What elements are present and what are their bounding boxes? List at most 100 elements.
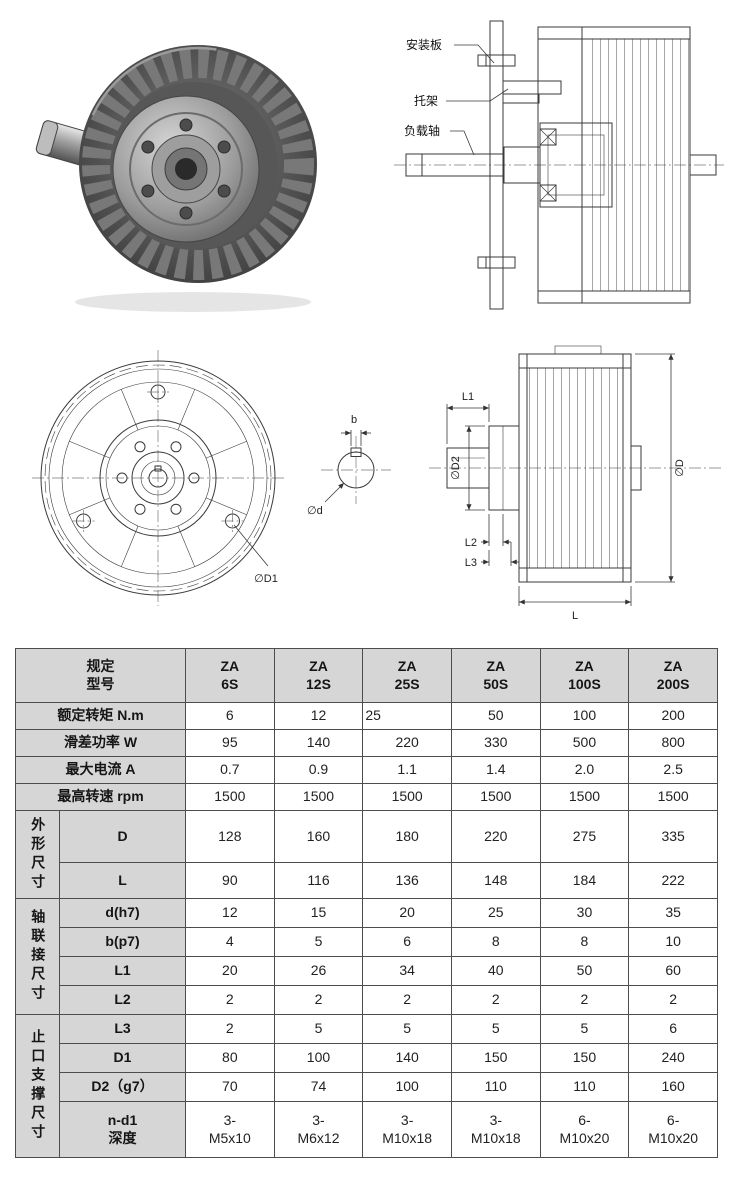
- l2-dimension-label: L2: [465, 537, 477, 549]
- param-label: D2（g7）: [59, 1072, 186, 1102]
- param-value: 74: [273, 1072, 364, 1102]
- bore-keyway: [154, 465, 162, 472]
- param-value: 180: [362, 810, 452, 863]
- param-value: 1500: [362, 783, 452, 811]
- param-label: L1: [59, 956, 186, 986]
- param-value: 275: [539, 810, 630, 863]
- param-value: 335: [628, 810, 718, 863]
- param-value: 2: [185, 985, 275, 1015]
- param-value: 150: [450, 1043, 541, 1073]
- d2-dimension: [465, 425, 485, 511]
- length-dimension-label: L: [572, 610, 578, 622]
- param-value: 2: [628, 985, 718, 1015]
- rim-holes: [72, 381, 244, 532]
- param-value: 6- M10x20: [628, 1101, 718, 1158]
- param-value: 148: [450, 862, 541, 899]
- d-dimension: [635, 353, 675, 583]
- param-value: 220: [450, 810, 541, 863]
- param-value: 6: [185, 702, 275, 730]
- param-value: 2: [362, 985, 452, 1015]
- param-value: 25: [362, 702, 452, 730]
- param-value: 3- M10x18: [450, 1101, 541, 1158]
- model-header-0: ZA 6S: [185, 648, 275, 703]
- param-value: 2.5: [628, 756, 718, 784]
- param-value: 12: [185, 898, 275, 928]
- finned-body: [518, 345, 632, 583]
- param-value: 160: [628, 1072, 718, 1102]
- param-value: 4: [185, 927, 275, 957]
- param-value: 26: [273, 956, 364, 986]
- param-label: 额定转矩 N.m: [15, 702, 186, 730]
- param-value: 100: [539, 702, 630, 730]
- bracket-label: 托架: [414, 94, 438, 108]
- keyway-detail-svg: b ∅d: [307, 414, 391, 517]
- param-value: 116: [273, 862, 364, 899]
- l2-dimension: [481, 514, 511, 546]
- param-value: 5: [539, 1014, 630, 1044]
- param-value: 25: [450, 898, 541, 928]
- param-label: L2: [59, 985, 186, 1015]
- param-value: 30: [539, 898, 630, 928]
- outer-diameter-label: ∅D: [674, 459, 686, 477]
- l1-dimension-label: L1: [462, 391, 474, 403]
- front-view-drawing: ∅D1: [18, 342, 313, 627]
- param-value: 95: [185, 729, 275, 757]
- l3-dimension: [481, 542, 519, 566]
- param-value: 70: [185, 1072, 275, 1102]
- spokes: [69, 389, 247, 567]
- param-value: 1500: [628, 783, 718, 811]
- param-value: 220: [362, 729, 452, 757]
- param-value: 90: [185, 862, 275, 899]
- side-view-drawing: L1 ∅D2 ∅D L2: [425, 338, 725, 633]
- d2-dimension-label: ∅D2: [450, 456, 462, 480]
- param-value: 0.9: [273, 756, 364, 784]
- shadow: [75, 292, 311, 312]
- param-value: 5: [273, 1014, 364, 1044]
- b-dimension: [341, 430, 371, 446]
- param-value: 2: [539, 985, 630, 1015]
- param-value: 222: [628, 862, 718, 899]
- param-value: 1500: [273, 783, 364, 811]
- mount-plate-label: 安装板: [406, 37, 442, 52]
- bracket-leader: [446, 88, 509, 102]
- param-value: 3- M10x18: [362, 1101, 452, 1158]
- param-value: 8: [450, 927, 541, 957]
- hub-plate: [99, 419, 217, 537]
- param-value: 50: [450, 702, 541, 730]
- load-shaft-label: 负载轴: [404, 123, 440, 138]
- rim-inner: [48, 368, 268, 588]
- param-label: L: [59, 862, 186, 899]
- d1-leader: [233, 524, 269, 567]
- param-value: 110: [450, 1072, 541, 1102]
- param-label: 最高转速 rpm: [15, 783, 186, 811]
- param-value: 1500: [185, 783, 275, 811]
- d1-dimension-label: ∅D1: [254, 573, 278, 585]
- param-value: 5: [273, 927, 364, 957]
- rim-highlight: [80, 46, 316, 282]
- housing-fins: [586, 39, 690, 291]
- param-value: 6- M10x20: [539, 1101, 630, 1158]
- param-label: n-d1 深度: [59, 1101, 186, 1158]
- group-label: 外形尺寸: [15, 810, 60, 899]
- param-value: 5: [362, 1014, 452, 1044]
- param-value: 10: [628, 927, 718, 957]
- rear-boss: [630, 445, 642, 491]
- param-label: 滑差功率 W: [15, 729, 186, 757]
- param-value: 800: [628, 729, 718, 757]
- l1-dimension: [446, 404, 490, 444]
- param-value: 35: [628, 898, 718, 928]
- front-view-svg: ∅D1: [32, 350, 284, 606]
- param-value: 500: [539, 729, 630, 757]
- b-dimension-label: b: [351, 414, 357, 426]
- param-value: 128: [185, 810, 275, 863]
- model-header-3: ZA 50S: [450, 648, 541, 703]
- param-value: 5: [450, 1014, 541, 1044]
- finned-housing: [537, 26, 691, 304]
- face-bolts: [141, 118, 231, 220]
- hub-bolts: [116, 441, 200, 515]
- param-label: D1: [59, 1043, 186, 1073]
- l-dimension: [518, 586, 632, 606]
- cross-section-svg: 安装板 托架 负载轴: [394, 20, 724, 310]
- param-value: 2: [273, 985, 364, 1015]
